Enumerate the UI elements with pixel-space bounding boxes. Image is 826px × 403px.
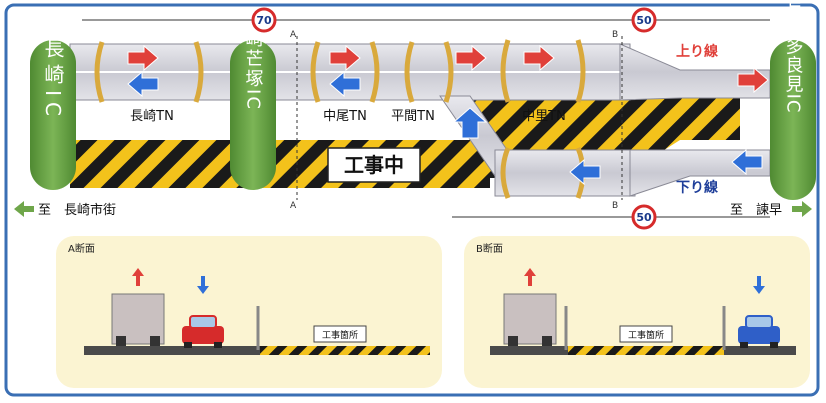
svg-text:B: B [612, 30, 618, 40]
speed-limit-50-bottom: 50 [452, 204, 770, 230]
construction-label: 工事中 [344, 153, 404, 177]
cross-section-a: A断面 工事箇所 [56, 236, 442, 388]
speed-limit-50-bottom-text: 50 [636, 211, 652, 224]
cross-section-a-title: A断面 [68, 242, 95, 255]
ic-right: 長崎多良見IC [770, 0, 816, 200]
direction-left-label: 至 長崎市街 [38, 202, 116, 218]
speed-limit-50-top-text: 50 [636, 14, 652, 27]
cross-section-b-work-label: 工事箇所 [628, 329, 664, 341]
svg-text:A: A [290, 201, 297, 211]
cross-section-b: B断面 工事箇所 [464, 236, 810, 388]
speed-limit-70-text: 70 [256, 14, 272, 27]
svg-text:B: B [612, 201, 618, 211]
up-arrow-a [132, 268, 144, 286]
ic-middle-label: 長崎芒塚IC [243, 9, 264, 111]
down-arrows [127, 70, 763, 186]
up-arrows [127, 44, 769, 94]
direction-left: 至 長崎市街 [14, 201, 116, 218]
cross-section-a-work-label: 工事箇所 [322, 329, 358, 341]
direction-right-label: 至 諫早 [730, 202, 782, 218]
down-arrow-a [197, 276, 209, 294]
cross-section-b-title: B断面 [476, 242, 503, 255]
speed-limit-50-top: 50 [444, 7, 770, 33]
down-arrow-b [753, 276, 765, 294]
tunnel-label-nagasaki: 長崎TN [130, 109, 174, 124]
car-red [182, 315, 224, 348]
section-b-marker: B B [612, 30, 623, 211]
speed-limit-70: 70 [82, 7, 444, 33]
lower-road [494, 149, 636, 197]
tunnel-label-hirama: 平間TN [391, 109, 435, 124]
up-arrow-b [524, 268, 536, 286]
construction-box [327, 147, 421, 183]
ic-left: 長崎IC [30, 38, 76, 190]
lane-label-down: 下り線 [676, 179, 718, 196]
hazard-zone-main [70, 140, 490, 188]
tunnel-portals [94, 39, 586, 199]
ic-right-label: 長崎多良見IC [783, 0, 804, 113]
ic-middle: 長崎芒塚IC [230, 9, 276, 190]
truck-b [503, 293, 557, 345]
tunnel-label-nakazato: 中里TN [522, 109, 566, 124]
lane-label-up: 上り線 [676, 43, 718, 60]
ic-left-label: 長崎IC [41, 38, 65, 122]
truck [111, 293, 165, 345]
car-blue [738, 315, 780, 348]
svg-text:A: A [290, 30, 297, 40]
direction-right: 至 諫早 [730, 201, 812, 218]
tunnel-label-nakao: 中尾TN [323, 109, 367, 124]
section-a-marker: A A [290, 30, 298, 211]
